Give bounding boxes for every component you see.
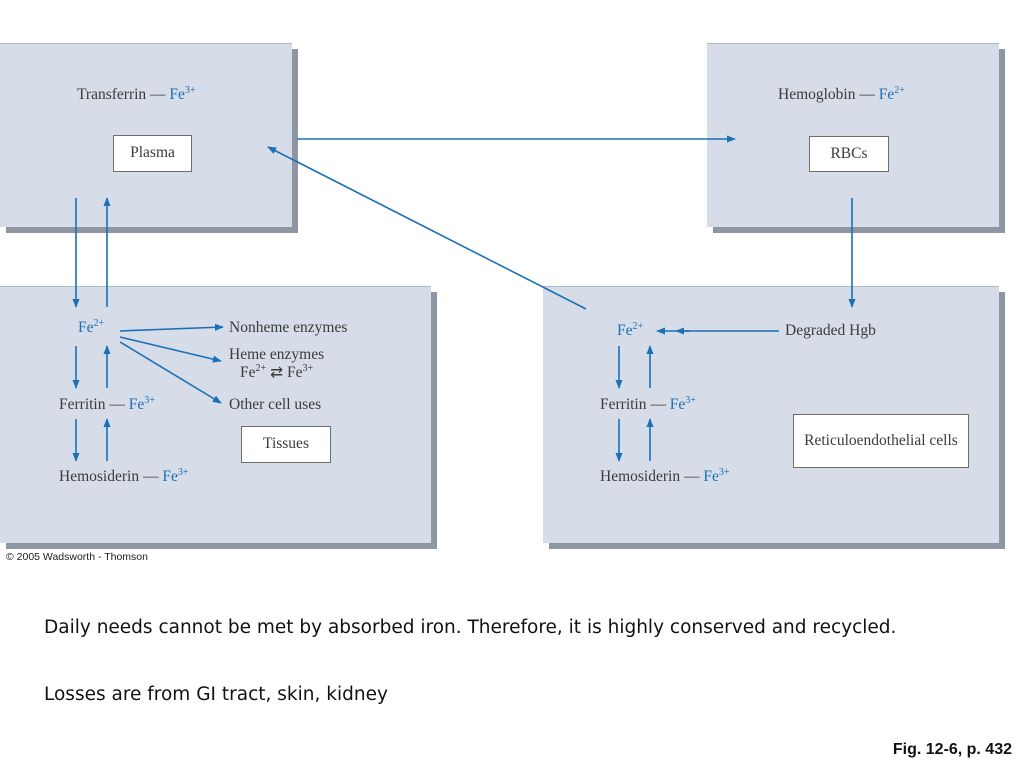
plasma-transferrin-label: Transferrin — Fe3+ (77, 85, 196, 103)
tissues-hemosiderin-label: Hemosiderin — Fe3+ (59, 467, 189, 485)
plasma-ion: Fe3+ (169, 85, 196, 103)
tissues-ferritin-label: Ferritin — Fe3+ (59, 395, 155, 413)
figure-reference: Fig. 12-6, p. 432 (892, 741, 1012, 758)
re-degraded-hgb-label: Degraded Hgb (785, 322, 876, 339)
rbc-box: RBCs (809, 136, 889, 172)
tissues-heme-label: Heme enzymes (229, 346, 325, 363)
copyright-notice: © 2005 Wadsworth - Thomson (6, 551, 148, 563)
rbc-panel (707, 43, 999, 227)
fe-to-heme-arrow (119, 336, 222, 363)
re-to-plasma-arrow (267, 146, 587, 310)
fe-to-nonheme-arrow (119, 323, 224, 332)
re-hemosiderin-label: Hemosiderin — Fe3+ (600, 467, 730, 485)
plasma-carrier: Transferrin — (77, 86, 170, 103)
tissues-box: Tissues (241, 426, 331, 463)
tissues-other-label: Other cell uses (229, 396, 322, 413)
rbc-ion: Fe2+ (878, 85, 905, 103)
tissues-heme-equation: Fe2+ ⇄ Fe3+ (240, 363, 314, 381)
caption-line-2: Losses are from GI tract, skin, kidney (44, 684, 388, 705)
re-box: Reticuloendothelial cells (793, 414, 969, 468)
rbc-carrier: Hemoglobin — (778, 86, 879, 103)
rbc-hemoglobin-label: Hemoglobin — Fe2+ (778, 85, 905, 103)
caption-line-1: Daily needs cannot be met by absorbed ir… (44, 617, 897, 638)
plasma-box: Plasma (113, 135, 192, 172)
fe-to-other-arrow (119, 341, 222, 404)
tissues-fe2-label: Fe2+ (78, 318, 105, 336)
tissues-nonheme-label: Nonheme enzymes (229, 319, 348, 336)
re-fe2-label: Fe2+ (617, 321, 644, 339)
re-ferritin-label: Ferritin — Fe3+ (600, 395, 696, 413)
